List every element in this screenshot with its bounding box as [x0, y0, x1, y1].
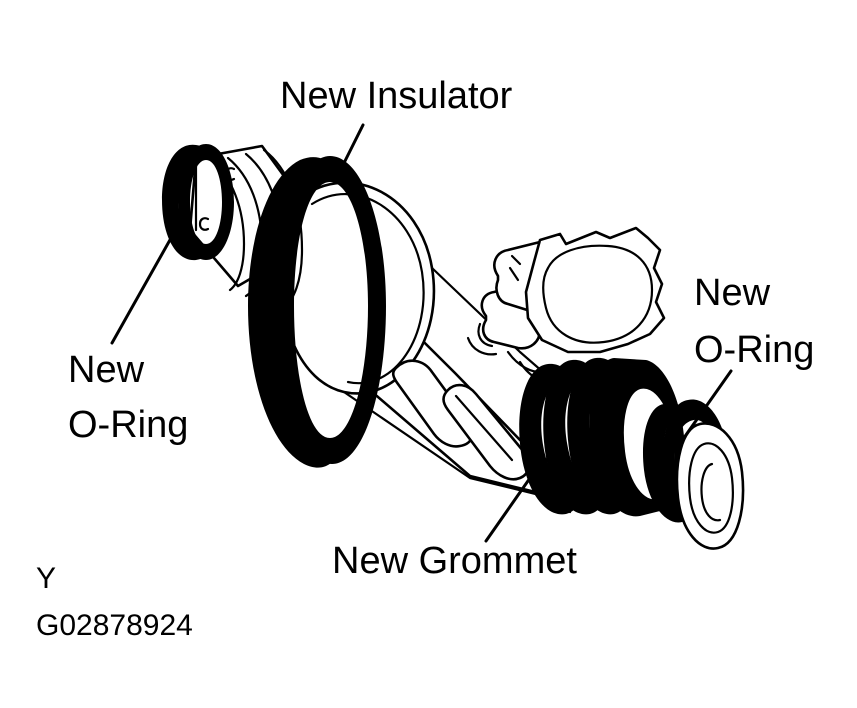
grommet-groove-1 — [545, 370, 572, 514]
inlet-o-ring-band — [642, 403, 694, 523]
body-lower-edge — [342, 390, 562, 502]
grommet-rib-1 — [519, 363, 578, 515]
view-marker: Y — [36, 562, 56, 595]
body-slot-detail — [391, 359, 531, 481]
connector-rib-d — [466, 336, 498, 356]
callout-label-right-o-ring-line2: O-Ring — [694, 329, 814, 371]
connector-rib-a — [510, 254, 522, 266]
grommet-groove-3 — [593, 364, 620, 512]
injector-assembly — [162, 144, 745, 550]
leader-line-right-o-ring — [679, 369, 733, 444]
inlet-tip — [675, 422, 745, 550]
inlet-tip-middle — [688, 442, 734, 534]
insulator-groove — [286, 170, 314, 446]
callout-label-insulator: New Insulator — [280, 75, 513, 117]
connector-face-inner — [542, 244, 654, 344]
nozzle-pin-lower — [198, 217, 210, 231]
callout-label-left-o-ring-line1: New — [68, 349, 145, 391]
inlet-tip-inner — [700, 462, 722, 522]
callout-label-right-o-ring-line1: New — [694, 272, 771, 314]
connector-shell-outer — [524, 226, 666, 354]
body-tab — [391, 359, 474, 448]
grommet-groove-2 — [569, 366, 596, 512]
nozzle-o-ring-torus — [178, 144, 234, 260]
leader-lines — [110, 123, 733, 543]
nozzle-o-ring-highlight — [176, 160, 192, 204]
figure-code: G02878924 — [36, 609, 193, 642]
grommet-ribs — [519, 357, 686, 517]
body-slot-inner-line — [454, 394, 514, 462]
callout-labels: New Insulator New O-Ring New O-Ring New … — [68, 75, 814, 582]
connector-rib-c — [477, 322, 494, 348]
electrical-connector — [466, 226, 666, 385]
grommet-rib-3 — [567, 357, 626, 515]
grommet-rib-2 — [543, 359, 602, 515]
insulator-band-front — [248, 157, 332, 468]
figure-marks: Y G02878924 — [36, 562, 193, 642]
leader-line-left-o-ring — [110, 229, 177, 345]
insulator-ring — [248, 156, 386, 468]
callout-label-grommet: New Grommet — [332, 540, 577, 582]
connector-rib-b — [508, 266, 520, 282]
leader-line-insulator — [342, 123, 365, 165]
callout-label-left-o-ring-line2: O-Ring — [68, 404, 188, 446]
leader-line-grommet — [484, 466, 539, 543]
